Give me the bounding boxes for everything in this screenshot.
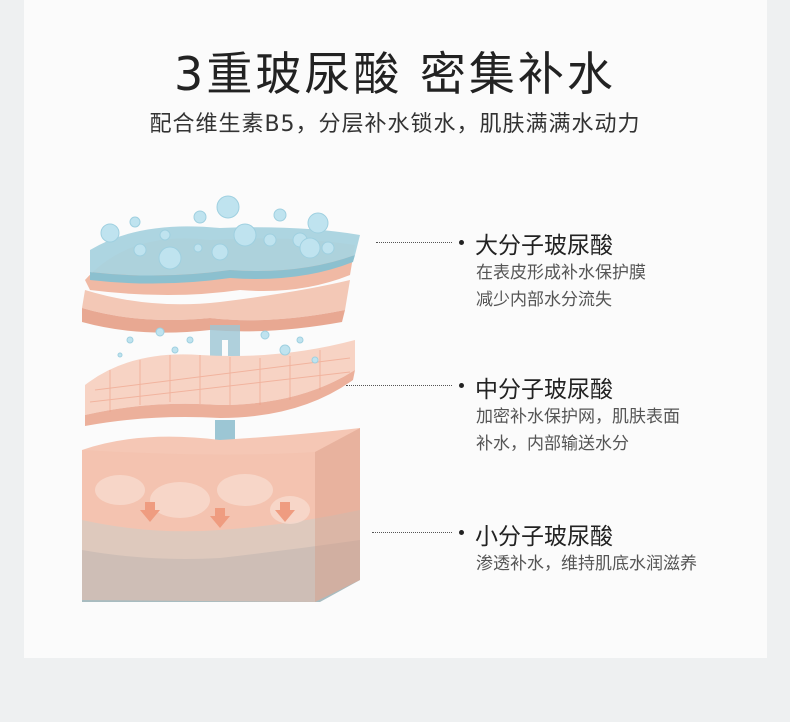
label-large-molecule-desc-1: 在表皮形成补水保护膜 <box>476 260 646 287</box>
label-medium-molecule-desc-2: 补水，内部输送水分 <box>476 431 629 458</box>
skin-layers-illustration <box>70 190 370 610</box>
label-large-molecule-desc-2: 减少内部水分流失 <box>476 287 612 314</box>
leader-line-3 <box>372 532 452 533</box>
leader-line-2 <box>346 385 452 386</box>
label-medium-molecule-desc-1: 加密补水保护网，肌肤表面 <box>476 404 680 431</box>
page-subtitle: 配合维生素B5，分层补水锁水，肌肤满满水动力 <box>0 106 790 138</box>
leader-dot-3 <box>459 530 464 535</box>
bottom-layer-graphic <box>82 428 360 602</box>
leader-line-1 <box>376 242 452 243</box>
label-small-molecule-title: 小分子玻尿酸 <box>475 517 613 551</box>
leader-dot-2 <box>459 383 464 388</box>
page-title: 3重玻尿酸 密集补水 <box>0 38 790 104</box>
label-large-molecule-title: 大分子玻尿酸 <box>475 226 613 260</box>
label-small-molecule-desc-1: 渗透补水，维持肌底水润滋养 <box>476 551 697 578</box>
label-medium-molecule-title: 中分子玻尿酸 <box>475 370 613 404</box>
leader-dot-1 <box>459 240 464 245</box>
